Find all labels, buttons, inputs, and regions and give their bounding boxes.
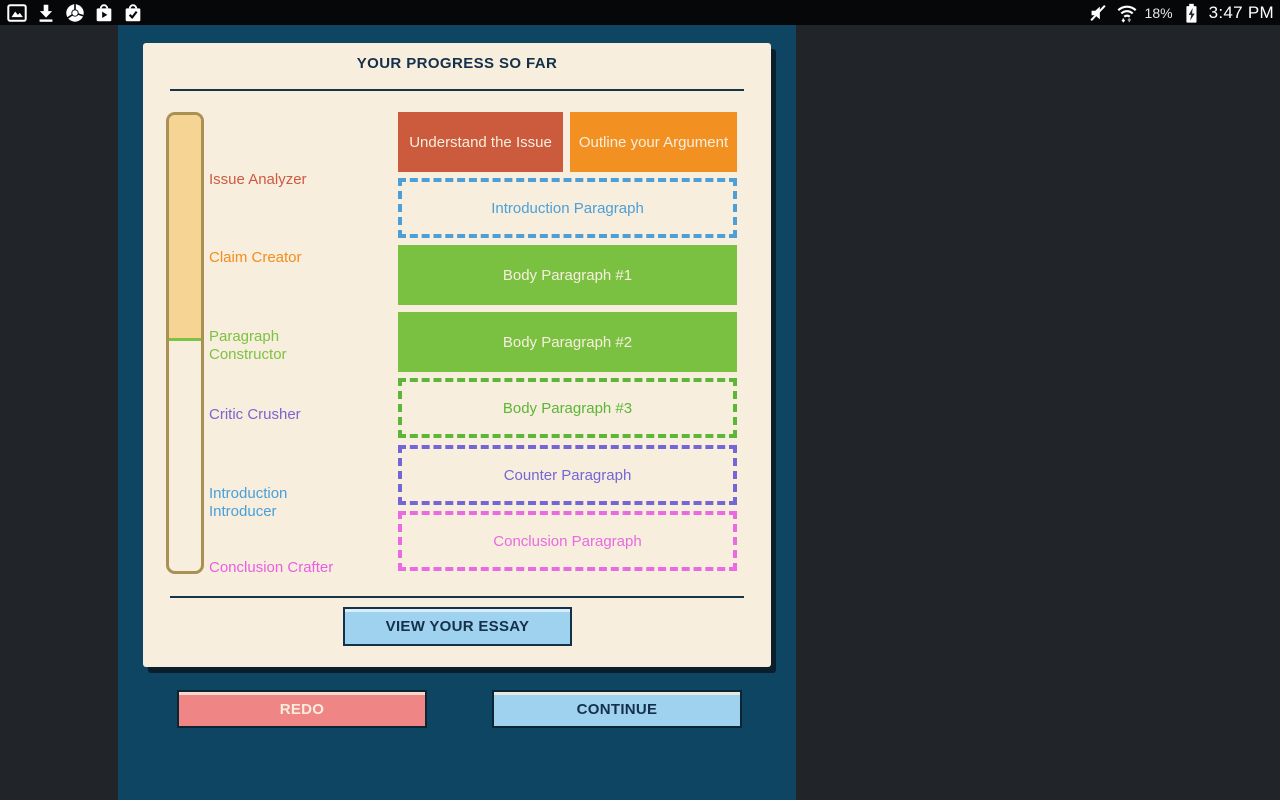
step-box-introduction-paragraph[interactable]: Introduction Paragraph bbox=[398, 178, 737, 238]
step-box-conclusion-paragraph[interactable]: Conclusion Paragraph bbox=[398, 511, 737, 571]
milestone-critic-crusher: Critic Crusher bbox=[209, 406, 301, 423]
redo-button[interactable]: REDO bbox=[177, 690, 427, 728]
milestone-claim-creator: Claim Creator bbox=[209, 249, 302, 266]
volume-muted-icon bbox=[1089, 4, 1106, 21]
status-bar-notifications bbox=[6, 2, 144, 24]
step-box-body-paragraph-2[interactable]: Body Paragraph #2 bbox=[398, 312, 737, 372]
step-box-understand-the-issue[interactable]: Understand the Issue bbox=[398, 112, 563, 172]
view-your-essay-button[interactable]: VIEW YOUR ESSAY bbox=[343, 607, 572, 646]
battery-percent: 18% bbox=[1144, 4, 1173, 21]
clock: 3:47 PM bbox=[1208, 2, 1274, 22]
chrome-icon bbox=[66, 3, 84, 22]
milestone-conclusion-crafter: Conclusion Crafter bbox=[209, 559, 334, 576]
checked-bag-icon bbox=[125, 3, 141, 21]
progress-meter-marker bbox=[169, 338, 201, 342]
step-box-body-paragraph-1[interactable]: Body Paragraph #1 bbox=[398, 245, 737, 305]
progress-meter-fill bbox=[169, 115, 201, 339]
milestone-introduction-introducer: Introduction Introducer bbox=[209, 485, 288, 520]
wifi-icon bbox=[1117, 5, 1137, 23]
progress-card: YOUR PROGRESS SO FAR Issue Analyzer Clai… bbox=[143, 43, 771, 667]
milestone-issue-analyzer: Issue Analyzer bbox=[209, 171, 307, 188]
download-icon bbox=[39, 4, 53, 22]
page-title: YOUR PROGRESS SO FAR bbox=[356, 55, 558, 72]
divider-bottom bbox=[170, 596, 744, 598]
play-store-icon bbox=[96, 3, 112, 21]
android-status-bar: 18% 3:47 PM bbox=[0, 0, 1280, 25]
step-box-body-paragraph-3[interactable]: Body Paragraph #3 bbox=[398, 378, 737, 438]
milestone-paragraph-constructor: Paragraph Constructor bbox=[209, 328, 287, 363]
gallery-icon bbox=[7, 3, 27, 22]
continue-button[interactable]: CONTINUE bbox=[492, 690, 742, 728]
progress-meter bbox=[166, 112, 204, 574]
battery-charging-icon bbox=[1185, 3, 1197, 23]
step-box-counter-paragraph[interactable]: Counter Paragraph bbox=[398, 445, 737, 505]
app-panel: YOUR PROGRESS SO FAR Issue Analyzer Clai… bbox=[118, 25, 796, 800]
divider-top bbox=[170, 89, 744, 91]
status-bar-system: 18% 3:47 PM bbox=[1087, 2, 1274, 24]
step-box-outline-your-argument[interactable]: Outline your Argument bbox=[570, 112, 737, 172]
